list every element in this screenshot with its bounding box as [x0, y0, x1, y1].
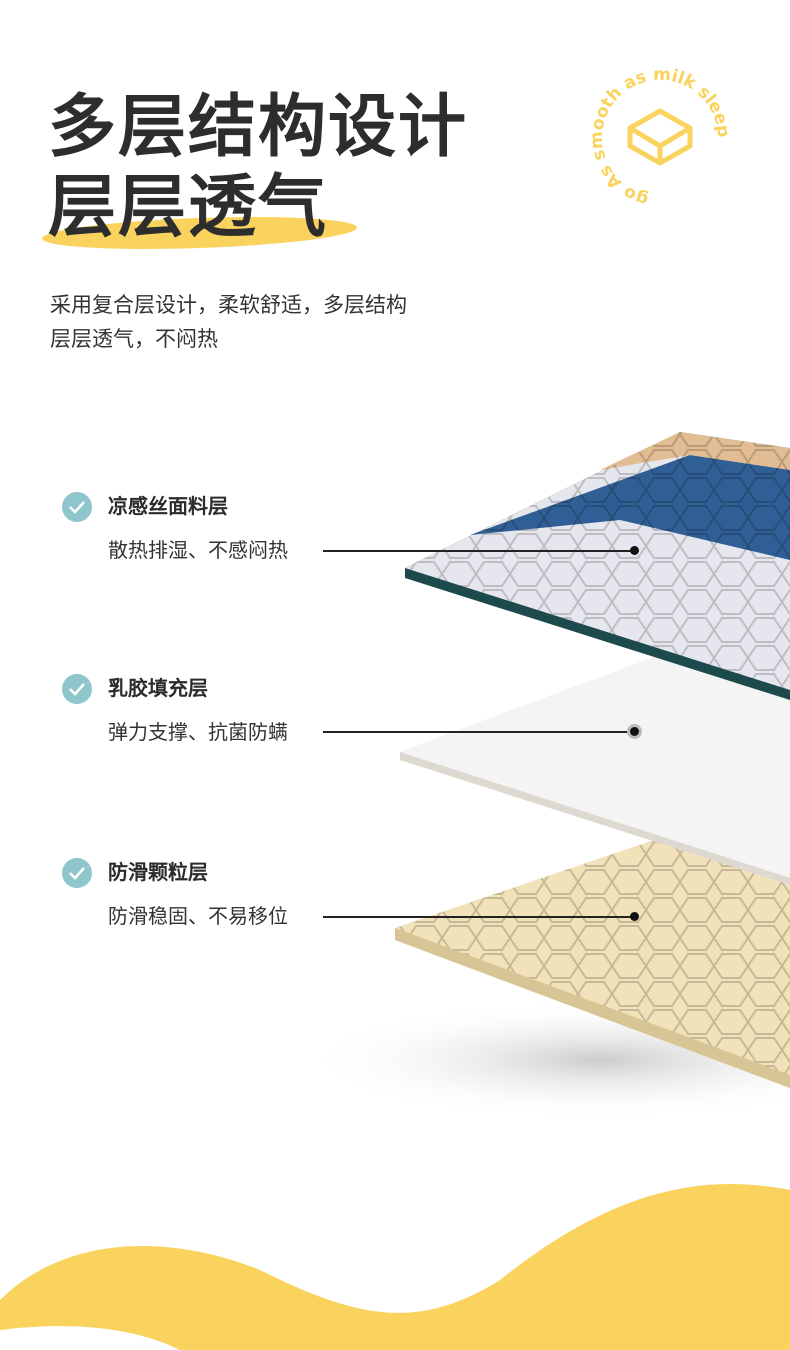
check-icon	[62, 858, 92, 888]
svg-text:go As smooth as milk sleep: go As smooth as milk sleep	[588, 66, 733, 210]
subtitle-line1: 采用复合层设计，柔软舒适，多层结构	[50, 293, 407, 317]
feature-name: 凉感丝面料层	[108, 494, 228, 518]
subtitle: 采用复合层设计，柔软舒适，多层结构 层层透气，不闷热	[50, 288, 407, 356]
check-icon	[62, 674, 92, 704]
wave-white	[0, 1326, 180, 1350]
check-icon	[62, 492, 92, 522]
feature-desc: 散热排湿、不感闷热	[108, 538, 288, 562]
callout-line	[323, 550, 635, 552]
bottom-layer	[395, 838, 790, 1088]
headline-line1: 多层结构设计	[48, 88, 469, 167]
box-logo-icon: go As smooth as milk sleep	[588, 66, 733, 210]
badge-logo: go As smooth as milk sleep	[588, 66, 733, 211]
callout-dot	[630, 727, 639, 736]
callout-line	[323, 731, 635, 733]
top-layer	[405, 432, 790, 700]
callout-dot	[630, 546, 639, 555]
middle-layer	[400, 640, 790, 885]
subtitle-line2: 层层透气，不闷热	[50, 327, 218, 351]
feature-desc: 弹力支撑、抗菌防螨	[108, 720, 288, 744]
callout-line	[323, 916, 635, 918]
headline-line2: 层层透气	[48, 168, 329, 247]
callout-dot	[630, 912, 639, 921]
feature-name: 防滑颗粒层	[108, 860, 208, 884]
feature-desc: 防滑稳固、不易移位	[108, 904, 288, 928]
feature-name: 乳胶填充层	[108, 676, 208, 700]
bottom-wave	[0, 1184, 790, 1350]
